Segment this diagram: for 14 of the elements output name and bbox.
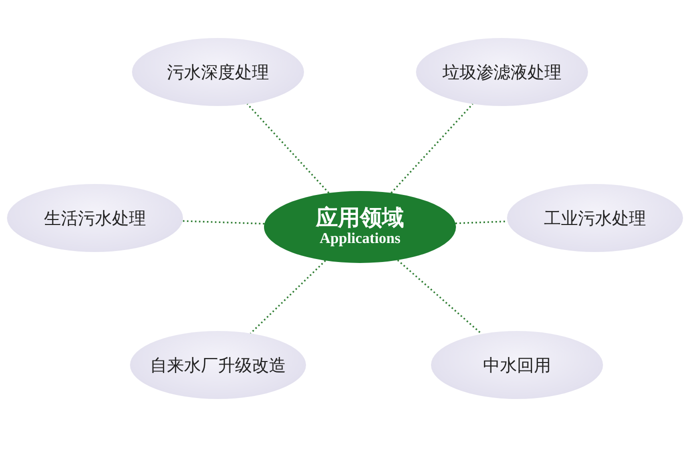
node-label: 中水回用 xyxy=(483,354,551,376)
node-label: 垃圾渗滤液处理 xyxy=(442,62,562,84)
node-label: 应用领域 xyxy=(316,206,404,232)
dotted-connector xyxy=(246,103,330,194)
node-label: 自来水厂升级改造 xyxy=(150,354,286,376)
dotted-connector xyxy=(250,260,326,334)
dotted-connector xyxy=(182,220,264,225)
dotted-connector xyxy=(455,220,508,224)
dotted-connector xyxy=(397,260,482,335)
node-label: 污水深度处理 xyxy=(167,62,269,84)
dotted-connector xyxy=(390,103,474,194)
node-label: 生活污水处理 xyxy=(44,208,146,230)
node-subtitle: Applications xyxy=(320,231,400,248)
node-label: 工业污水处理 xyxy=(544,208,646,230)
